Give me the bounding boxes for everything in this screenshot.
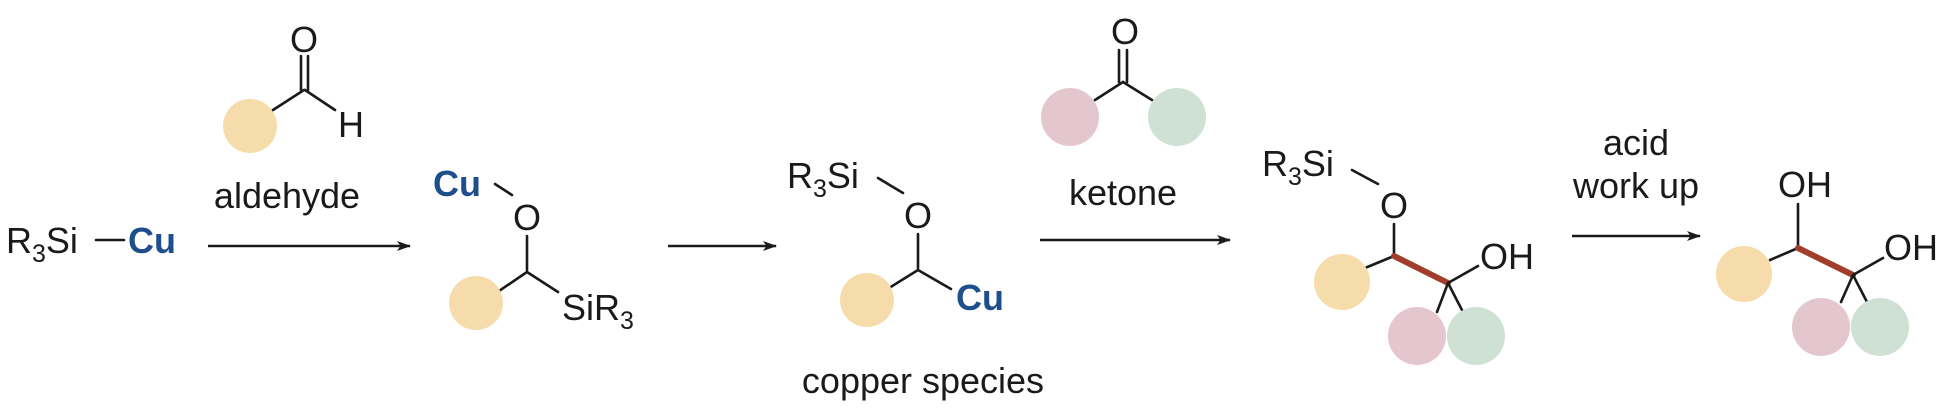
intermediate-1: Cu O SiR3 [433, 163, 634, 335]
int1-c-r-bond [497, 270, 529, 293]
ketone-reagent-structure: O [1041, 11, 1206, 146]
int1-c-si-bond [525, 270, 560, 294]
int3-o-label: O [1380, 185, 1408, 226]
int3-oh-label: OH [1480, 236, 1534, 277]
int1-substituent-circle [449, 276, 503, 330]
int3-r3si-label: R3Si [1262, 143, 1334, 191]
int3-c-r-bond [1363, 254, 1396, 270]
aldehyde-o-label: O [290, 19, 318, 60]
int2-si-o-bond [876, 176, 905, 195]
product-new-cc-bond [1795, 245, 1856, 278]
product-c-r2-bond [1839, 273, 1855, 304]
int3-ketone-circle-2 [1447, 307, 1505, 365]
ketone-o-label: O [1111, 11, 1139, 52]
aldehyde-ch-bond [303, 88, 337, 112]
product-substituent-circle [1716, 246, 1772, 302]
int2-cu-label: Cu [956, 277, 1004, 318]
int3-substituent-circle [1314, 254, 1370, 310]
copper-species-caption: copper species [802, 360, 1044, 401]
arrow3-label: ketone [1069, 172, 1177, 213]
int3-c-oh-bond [1446, 264, 1480, 285]
product-c-r3-bond [1851, 273, 1869, 304]
int3-si-o-bond [1350, 168, 1380, 186]
aldehyde-substituent-circle [223, 99, 277, 153]
intermediate-2-copper-species: R3Si O Cu [787, 155, 1004, 327]
product-oh1-label: OH [1778, 164, 1832, 205]
r3si-label: R3Si [6, 220, 78, 268]
int3-c-r3-bond [1446, 281, 1465, 314]
aldehyde-h-label: H [338, 104, 364, 145]
int1-cu-label: Cu [433, 163, 481, 204]
intermediate-3-silyl-ether: R3Si O OH [1262, 143, 1534, 365]
product-c-oh2-bond [1851, 256, 1885, 277]
product-ketone-circle-1 [1792, 298, 1850, 356]
int1-o-label: O [513, 197, 541, 238]
ketone-substituent-circle-1 [1041, 88, 1099, 146]
ketone-right-bond [1121, 80, 1154, 102]
int2-c-r-bond [887, 268, 920, 290]
int3-c-r2-bond [1435, 281, 1450, 314]
int3-ketone-circle-1 [1388, 307, 1446, 365]
int2-o-label: O [904, 195, 932, 236]
int1-cu-o-bond [493, 182, 514, 197]
silylcopper-reagent: R3Si Cu [6, 220, 176, 268]
int2-substituent-circle [840, 273, 894, 327]
product-oh2-label: OH [1884, 227, 1938, 268]
arrow4-label-line1: acid [1603, 122, 1669, 163]
ketone-left-bond [1093, 80, 1125, 102]
aldehyde-reagent-structure: O H [223, 19, 364, 153]
int2-r3si-label: R3Si [787, 155, 859, 203]
cu-label: Cu [128, 220, 176, 261]
product-ketone-circle-2 [1851, 298, 1909, 356]
arrow4-label-line2: work up [1572, 165, 1699, 206]
product-diol: OH OH [1716, 164, 1938, 356]
int2-c-cu-bond [916, 268, 953, 291]
ketone-substituent-circle-2 [1148, 88, 1206, 146]
arrow1-label: aldehyde [214, 175, 360, 216]
int3-new-cc-bond [1391, 253, 1451, 286]
aldehyde-c-bond [271, 88, 306, 112]
int1-sir3-label: SiR3 [562, 287, 634, 335]
product-c-r-bond [1768, 246, 1800, 262]
